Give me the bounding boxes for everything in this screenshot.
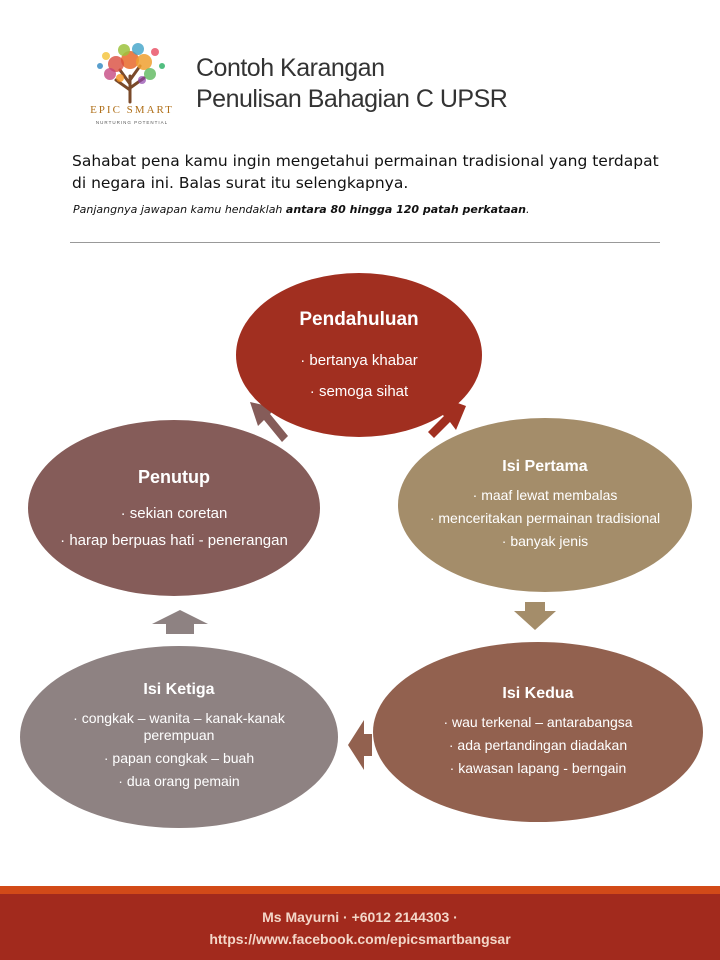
node-item: · ada pertandingan diadakan xyxy=(448,736,628,753)
logo-tagline: NURTURING POTENTIAL xyxy=(95,120,169,125)
node-item: · bertanya khabar xyxy=(300,352,418,369)
node-item: · banyak jenis xyxy=(501,532,589,549)
node-item: · semoga sihat xyxy=(309,383,409,400)
node-item: · menceritakan permainan tradisional xyxy=(429,509,661,526)
node-title: Isi Ketiga xyxy=(143,681,215,698)
arrow-closing-to-intro xyxy=(250,402,288,442)
node-item: · papan congkak – buah xyxy=(103,750,255,766)
arrow-first-to-second xyxy=(514,602,556,630)
footer-contact: Ms Mayurni · +6012 2144303 · xyxy=(262,909,458,925)
arrow-second-to-third xyxy=(348,720,372,770)
arrow-third-to-closing xyxy=(152,610,208,634)
tree-logo-icon xyxy=(97,43,165,104)
epic-smart-logo: EPIC SMART NURTURING POTENTIAL xyxy=(80,40,184,132)
node-item: · harap berpuas hati - penerangan xyxy=(60,531,288,549)
node-penutup: Penutup · sekian coretan · harap berpuas… xyxy=(28,420,320,596)
node-item: · sekian coretan xyxy=(120,504,228,522)
page-title: Contoh Karangan Penulisan Bahagian C UPS… xyxy=(196,53,656,115)
node-item: · dua orang pemain xyxy=(118,773,240,789)
node-isi-ketiga: Isi Ketiga · congkak – wanita – kanak-ka… xyxy=(20,646,338,828)
divider xyxy=(70,242,660,243)
instruction-suffix: . xyxy=(525,203,530,216)
node-item: · kawasan lapang - berngain xyxy=(449,759,627,776)
page-title-line-2: Penulisan Bahagian C UPSR xyxy=(196,85,508,113)
node-isi-pertama: Isi Pertama · maaf lewat membalas · menc… xyxy=(398,418,692,592)
question-prompt: Sahabat pena kamu ingin mengetahui perma… xyxy=(72,152,659,192)
instruction-word-range: antara 80 hingga 120 patah perkataan xyxy=(285,203,526,216)
node-item: · maaf lewat membalas xyxy=(472,486,618,503)
logo-name: EPIC SMART xyxy=(90,104,174,116)
node-isi-kedua: Isi Kedua · wau terkenal – antarabangsa … xyxy=(373,642,703,822)
word-count-instruction: Panjangnya jawapan kamu hendaklah antara… xyxy=(73,203,673,216)
footer-facebook-link[interactable]: https://www.facebook.com/epicsmartbangsa… xyxy=(209,931,511,947)
node-item: · congkak – wanita – kanak-kanak perempu… xyxy=(73,710,285,743)
instruction-prefix: Panjangnya jawapan kamu hendaklah xyxy=(73,203,286,216)
node-title: Isi Pertama xyxy=(502,457,588,475)
footer: Ms Mayurni · +6012 2144303 · https://www… xyxy=(0,894,720,960)
node-title: Isi Kedua xyxy=(502,684,574,702)
node-title: Penutup xyxy=(138,466,210,487)
node-pendahuluan: Pendahuluan · bertanya khabar · semoga s… xyxy=(236,273,482,437)
page-title-line-1: Contoh Karangan xyxy=(196,54,385,82)
node-title: Pendahuluan xyxy=(299,309,419,330)
footer-accent-strip xyxy=(0,886,720,894)
node-item: · wau terkenal – antarabangsa xyxy=(443,713,633,730)
